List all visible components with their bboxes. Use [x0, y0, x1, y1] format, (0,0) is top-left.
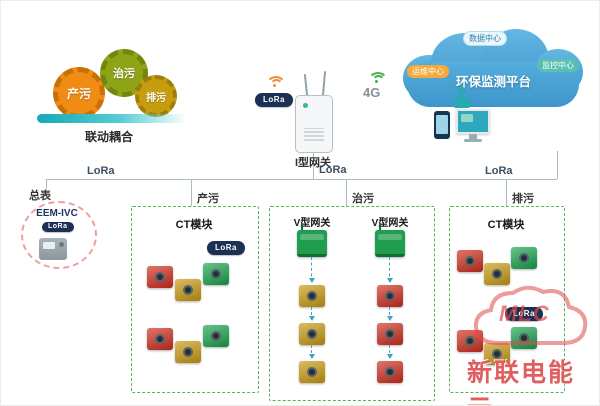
monitor-stand-icon — [469, 134, 477, 139]
ct-module-red-icon — [377, 285, 403, 307]
zone-chanwu — [131, 206, 259, 393]
lora-bus-label-right: LoRa — [485, 165, 513, 177]
flow-arrow — [386, 345, 393, 359]
drop-line-chanwu — [191, 179, 192, 206]
monitor-base-icon — [464, 139, 482, 142]
lora-badge: LoRa — [505, 307, 543, 321]
meter-model-label: EEM-IVC — [36, 208, 78, 219]
ct-module-green-icon — [203, 263, 229, 285]
zone-zhiwu-label: 治污 — [352, 193, 374, 205]
gateway-antenna-icon — [321, 70, 327, 97]
v-gateway-icon — [375, 223, 405, 257]
lora-badge: LoRa — [207, 241, 245, 255]
flow-arrow — [308, 307, 315, 321]
gateway-vent-icon — [304, 128, 324, 141]
ct-module-red-icon — [457, 330, 483, 352]
cloud-platform: 数据中心 环保监测平台 运维中心 监控中心 — [401, 29, 586, 113]
ct-module-green-icon — [511, 327, 537, 349]
user-icon — [451, 87, 473, 109]
v-gateway-icon — [297, 223, 327, 257]
drop-line-zhiwu — [346, 179, 347, 206]
zone-paiwu-title: CT模块 — [487, 219, 525, 231]
wifi-icon — [265, 73, 286, 87]
lora-bus-label-left: LoRa — [87, 165, 115, 177]
gateway-led-icon — [303, 103, 308, 108]
lora-bus-line — [46, 179, 557, 180]
drop-line-paiwu — [506, 179, 507, 206]
ct-module-yellow-icon — [484, 343, 510, 365]
flow-arrow — [386, 257, 393, 283]
type1-gateway-device-icon — [295, 95, 333, 153]
ct-module-yellow-icon — [299, 285, 325, 307]
flow-arrow — [386, 307, 393, 321]
monitor-screen-icon — [456, 109, 490, 134]
gateway-antenna-icon — [303, 73, 309, 97]
smartphone-icon — [434, 111, 450, 139]
lora-badge: LoRa — [255, 93, 293, 107]
gear-zhiwu-label: 治污 — [113, 68, 135, 80]
ct-module-red-icon — [377, 361, 403, 383]
ct-module-red-icon — [147, 328, 173, 350]
gear-chanwu-label: 产污 — [66, 86, 91, 101]
ct-module-red-icon — [147, 266, 173, 288]
4g-signal-icon — [367, 69, 388, 83]
gear-paiwu-label: 排污 — [146, 92, 166, 104]
lora-badge: LoRa — [42, 222, 74, 233]
ct-module-yellow-icon — [175, 279, 201, 301]
monitor-icon — [456, 109, 490, 143]
gear-chanwu-icon: 产污 — [53, 67, 105, 119]
ct-module-green-icon — [203, 325, 229, 347]
flow-arrow — [308, 257, 315, 283]
ct-module-red-icon — [377, 323, 403, 345]
zone-paiwu-label: 排污 — [512, 193, 534, 205]
lora-bus-label-center: LoRa — [319, 164, 347, 176]
ct-module-red-icon — [457, 250, 483, 272]
4g-label: 4G — [363, 85, 381, 100]
zone-chanwu-label: 产污 — [197, 193, 219, 205]
v-gateway-right-label: V型网关 — [371, 218, 409, 229]
ct-module-yellow-icon — [484, 263, 510, 285]
energy-meter-icon — [39, 238, 67, 260]
ct-module-green-icon — [511, 247, 537, 269]
ct-module-yellow-icon — [299, 323, 325, 345]
data-center-badge: 数据中心 — [463, 31, 507, 46]
zone-zhiwu — [269, 206, 435, 401]
zone-chanwu-title: CT模块 — [175, 219, 213, 231]
v-gateway-left-label: V型网关 — [293, 218, 331, 229]
monitor-center-badge: 监控中心 — [537, 59, 579, 72]
drop-line-gateway — [313, 151, 314, 179]
ct-module-yellow-icon — [299, 361, 325, 383]
linkage-bar — [37, 114, 187, 123]
platform-title: 环保监测平台 — [455, 75, 531, 89]
drop-line-master-meter — [46, 179, 47, 189]
linkage-caption: 联动耦合 — [84, 130, 133, 144]
master-meter-group — [21, 201, 97, 269]
gear-zhiwu-icon: 治污 — [100, 49, 148, 97]
ops-center-badge: 运维中心 — [407, 65, 449, 78]
type1-gateway-label: I型网关 — [294, 157, 332, 169]
master-meter-title: 总表 — [29, 190, 51, 202]
flow-arrow — [308, 345, 315, 359]
ct-module-yellow-icon — [175, 341, 201, 363]
drop-line-platform — [557, 151, 558, 179]
gear-paiwu-icon: 排污 — [135, 75, 177, 117]
